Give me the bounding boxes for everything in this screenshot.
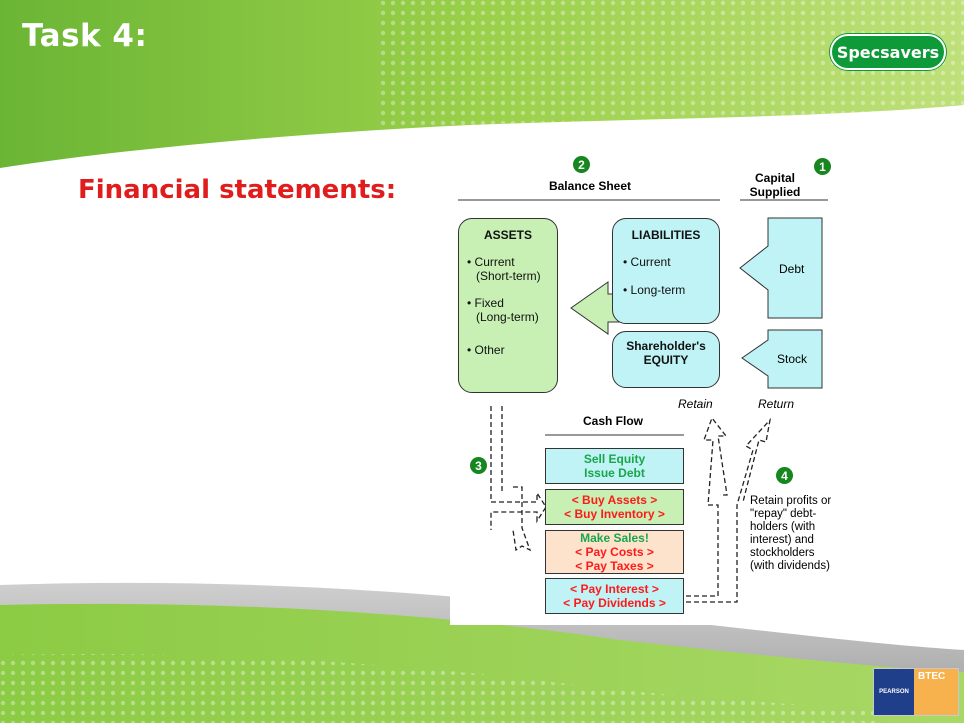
specsavers-logo: Specsavers bbox=[830, 34, 946, 70]
cash-flow-operations-box: Make Sales! < Pay Costs > < Pay Taxes > bbox=[545, 530, 684, 574]
retain-repay-note: Retain profits or "repay" debt- holders … bbox=[750, 495, 832, 572]
assets-item: • Current bbox=[467, 255, 515, 269]
assets-item: (Short-term) bbox=[476, 269, 541, 283]
balance-sheet-heading: Balance Sheet bbox=[548, 179, 632, 193]
cash-flow-heading: Cash Flow bbox=[582, 414, 643, 428]
capital-supplied-heading: Capital Supplied bbox=[749, 171, 801, 199]
cash-flow-financing-box: Sell Equity Issue Debt bbox=[545, 448, 684, 484]
slide-subtitle: Financial statements: bbox=[78, 175, 397, 205]
slide-title: Task 4: bbox=[22, 18, 148, 54]
assets-item: (Long-term) bbox=[476, 310, 539, 324]
step-3-badge: 3 bbox=[470, 457, 487, 474]
assets-item: • Other bbox=[467, 343, 505, 357]
step-1-badge: 1 bbox=[814, 158, 831, 175]
stock-label: Stock bbox=[777, 352, 808, 366]
equity-box: Shareholder's EQUITY bbox=[612, 331, 720, 388]
financial-statements-diagram: 2 Balance Sheet 1 Capital Supplied ASSET… bbox=[450, 150, 850, 625]
retain-label: Retain bbox=[678, 397, 713, 411]
liabilities-box: LIABILITIES • Current • Long-term bbox=[612, 218, 720, 324]
liabilities-item: • Current bbox=[623, 255, 671, 269]
assets-title: ASSETS bbox=[483, 228, 532, 242]
liabilities-title: LIABILITIES bbox=[631, 228, 701, 242]
cash-flow-distribution-box: < Pay Interest > < Pay Dividends > bbox=[545, 578, 684, 614]
equity-title: Shareholder's EQUITY bbox=[626, 339, 706, 367]
step-2-badge: 2 bbox=[573, 156, 590, 173]
cash-flow-investing-box: < Buy Assets > < Buy Inventory > bbox=[545, 489, 684, 525]
liabilities-item: • Long-term bbox=[623, 283, 686, 297]
assets-box: ASSETS • Current (Short-term) • Fixed (L… bbox=[458, 218, 558, 393]
diagram-connectors bbox=[458, 199, 828, 603]
step-4-badge: 4 bbox=[776, 467, 793, 484]
return-label: Return bbox=[758, 397, 795, 411]
debt-label: Debt bbox=[779, 262, 805, 276]
assets-item: • Fixed bbox=[467, 296, 504, 310]
pearson-btec-logo: PEARSON BTEC bbox=[873, 668, 959, 716]
